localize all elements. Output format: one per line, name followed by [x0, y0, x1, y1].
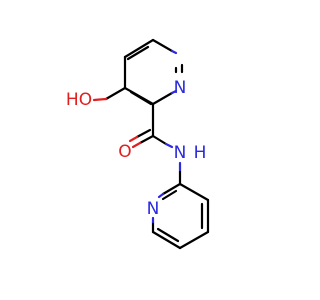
bond [135, 128, 152, 139]
bond [131, 141, 142, 149]
bond [157, 192, 165, 199]
carbonyl-oxygen-label: O [118, 142, 131, 162]
bond [151, 134, 168, 146]
amide-nitrogen-label: N [174, 143, 187, 163]
bond [178, 182, 210, 202]
bond [151, 91, 174, 106]
ring-nitrogen-label: N [174, 78, 187, 98]
bond [151, 38, 174, 53]
bond [138, 134, 155, 145]
bond [128, 135, 139, 143]
bond [161, 182, 182, 196]
amide-hydrogen-label: H [194, 143, 207, 163]
bond [104, 86, 127, 101]
bond [161, 189, 178, 201]
bond [129, 90, 153, 106]
hydroxyl-label: HO [66, 90, 92, 110]
bond [156, 227, 180, 243]
bottom-ring-nitrogen-label: N [147, 199, 160, 219]
bond [178, 230, 210, 250]
bond [170, 89, 178, 95]
bond [151, 230, 182, 250]
bond [170, 49, 178, 55]
bond [92, 97, 108, 102]
top-pyridine-ring [123, 38, 184, 106]
bond [126, 45, 150, 61]
bond [123, 38, 155, 59]
bond [164, 142, 174, 149]
bottom-pyridine-ring [151, 182, 210, 250]
molecule-diagram: N HO O N H N [66, 38, 210, 250]
